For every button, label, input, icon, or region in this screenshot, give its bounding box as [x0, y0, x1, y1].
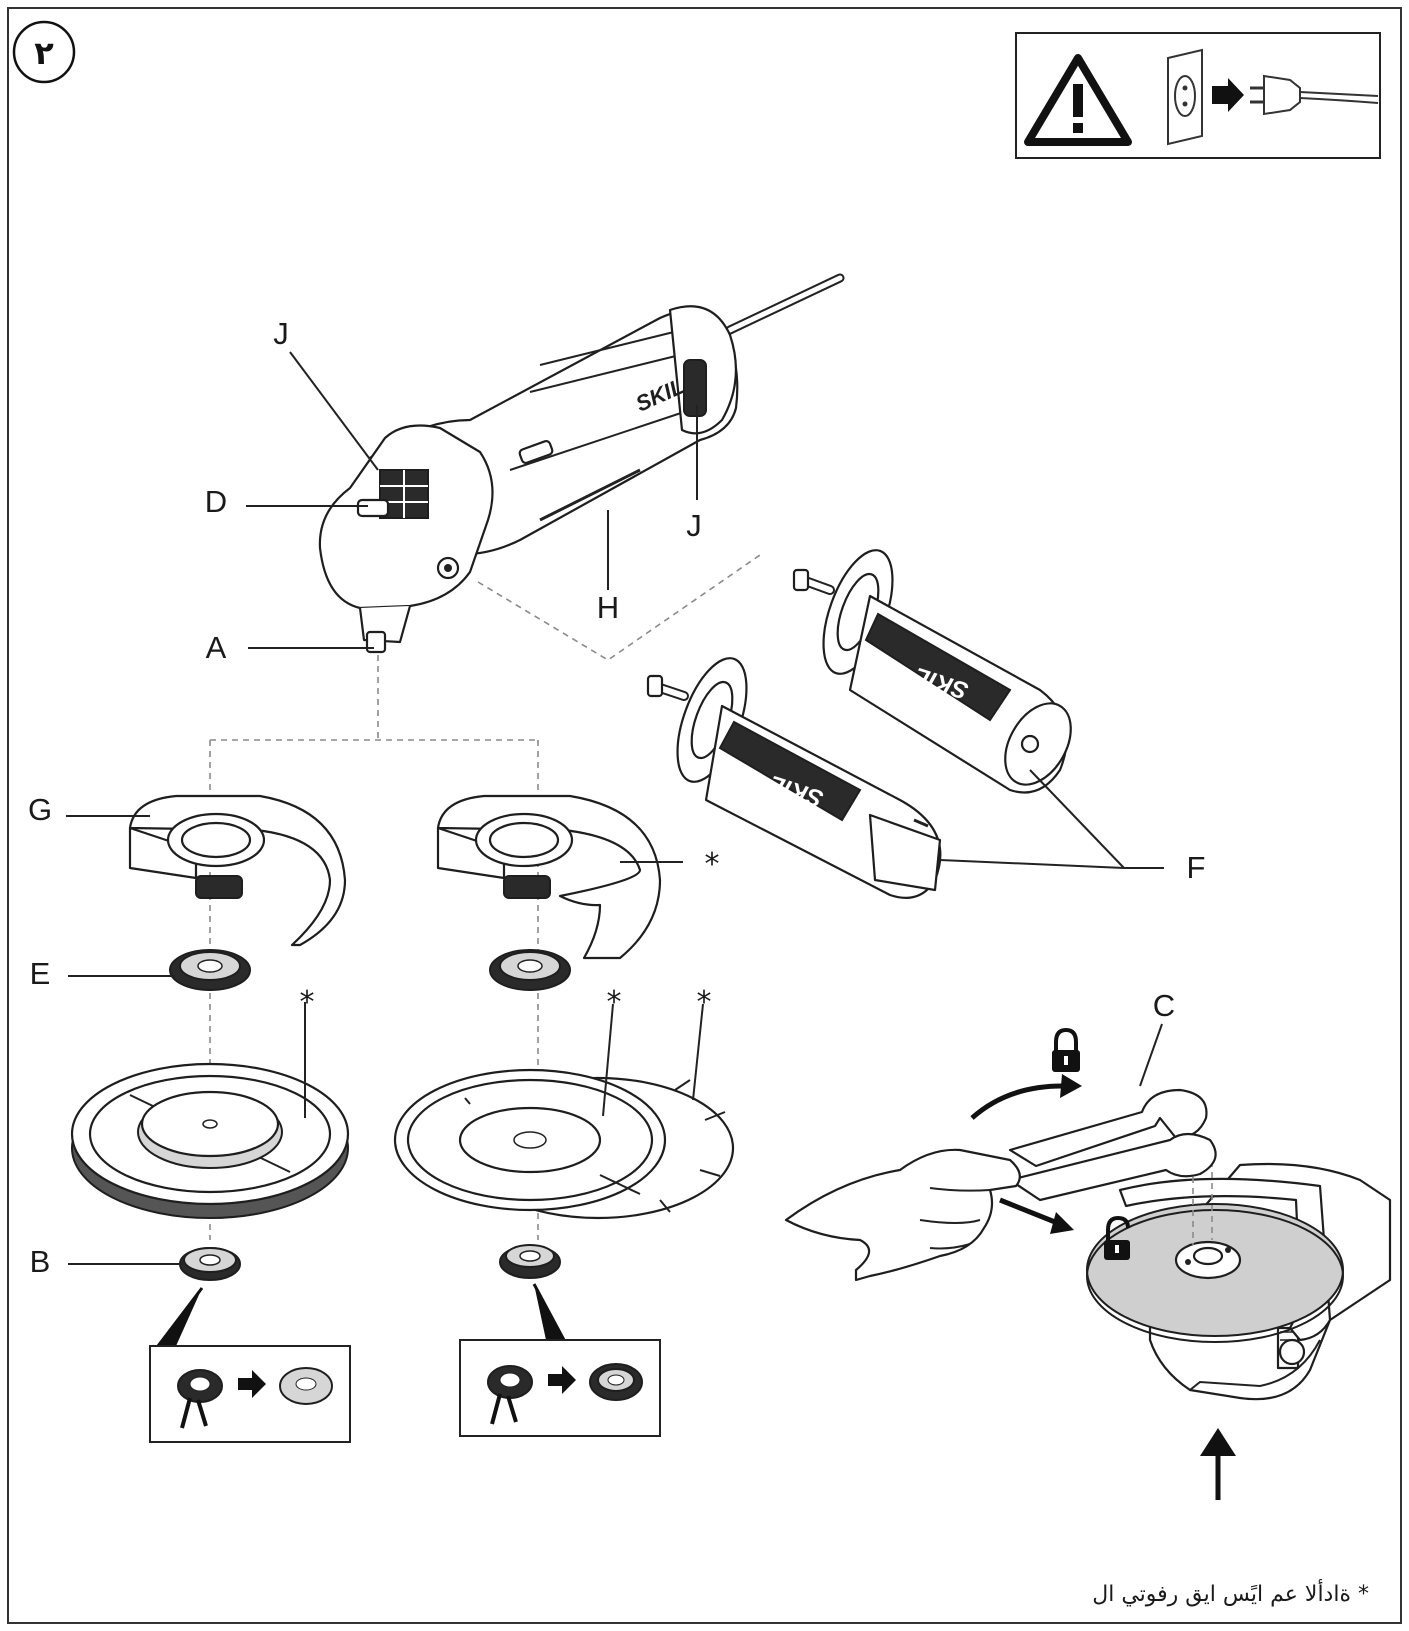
side-handle-upper: SKIL [792, 549, 1072, 794]
guard-right [436, 794, 662, 960]
cutting-disc-right [393, 1068, 667, 1212]
side-handle-lower: SKIL [646, 657, 942, 899]
clamp-nut-detail-left [149, 1287, 351, 1443]
inner-flange-left [169, 949, 251, 991]
wrench-tightening-scene [784, 1027, 1392, 1500]
label-d: D [205, 484, 227, 519]
label-j-right: J [686, 508, 702, 543]
clamp-nut-detail-right [459, 1283, 661, 1437]
part-labels: J D A H J G E B C F * * * * [28, 316, 1206, 1279]
warning-triangle-icon [1024, 54, 1132, 146]
leader-lines [66, 351, 1164, 1265]
clamp-nut-right [499, 1244, 561, 1279]
grinding-wheel-left [70, 1062, 350, 1219]
asterisk-cutting-disc: * [607, 985, 622, 1020]
angle-grinder: SKIL [318, 273, 845, 654]
guard-left [128, 794, 347, 947]
figure-number: ٢ [34, 34, 54, 72]
label-f: F [1187, 850, 1206, 885]
label-g: G [28, 792, 52, 827]
label-c: C [1153, 988, 1175, 1023]
unlock-icon [1104, 1215, 1130, 1260]
clamp-nut-left [179, 1247, 241, 1281]
figure-number-badge: ٢ [12, 20, 76, 84]
label-h: H [597, 590, 619, 625]
page-frame [7, 7, 1402, 1624]
unplug-icon [1167, 48, 1379, 146]
label-j-top: J [273, 316, 289, 351]
footnote: * ةادألا عم ايًس ايق رفوتي ال [1092, 1582, 1369, 1607]
label-e: E [30, 956, 51, 991]
label-a: A [206, 630, 227, 665]
asterisk-grinding-wheel: * [300, 985, 315, 1020]
label-b: B [30, 1244, 51, 1279]
asterisk-guard: * [705, 847, 720, 882]
lock-icon [1052, 1027, 1080, 1072]
asterisk-diamond-disc: * [697, 985, 712, 1020]
inner-flange-right [489, 949, 571, 991]
footnote-text: ةادألا عم ايًس ايق رفوتي ال [1092, 1582, 1351, 1607]
safety-warning-box [1015, 32, 1381, 159]
footnote-marker: * [1358, 1582, 1369, 1607]
